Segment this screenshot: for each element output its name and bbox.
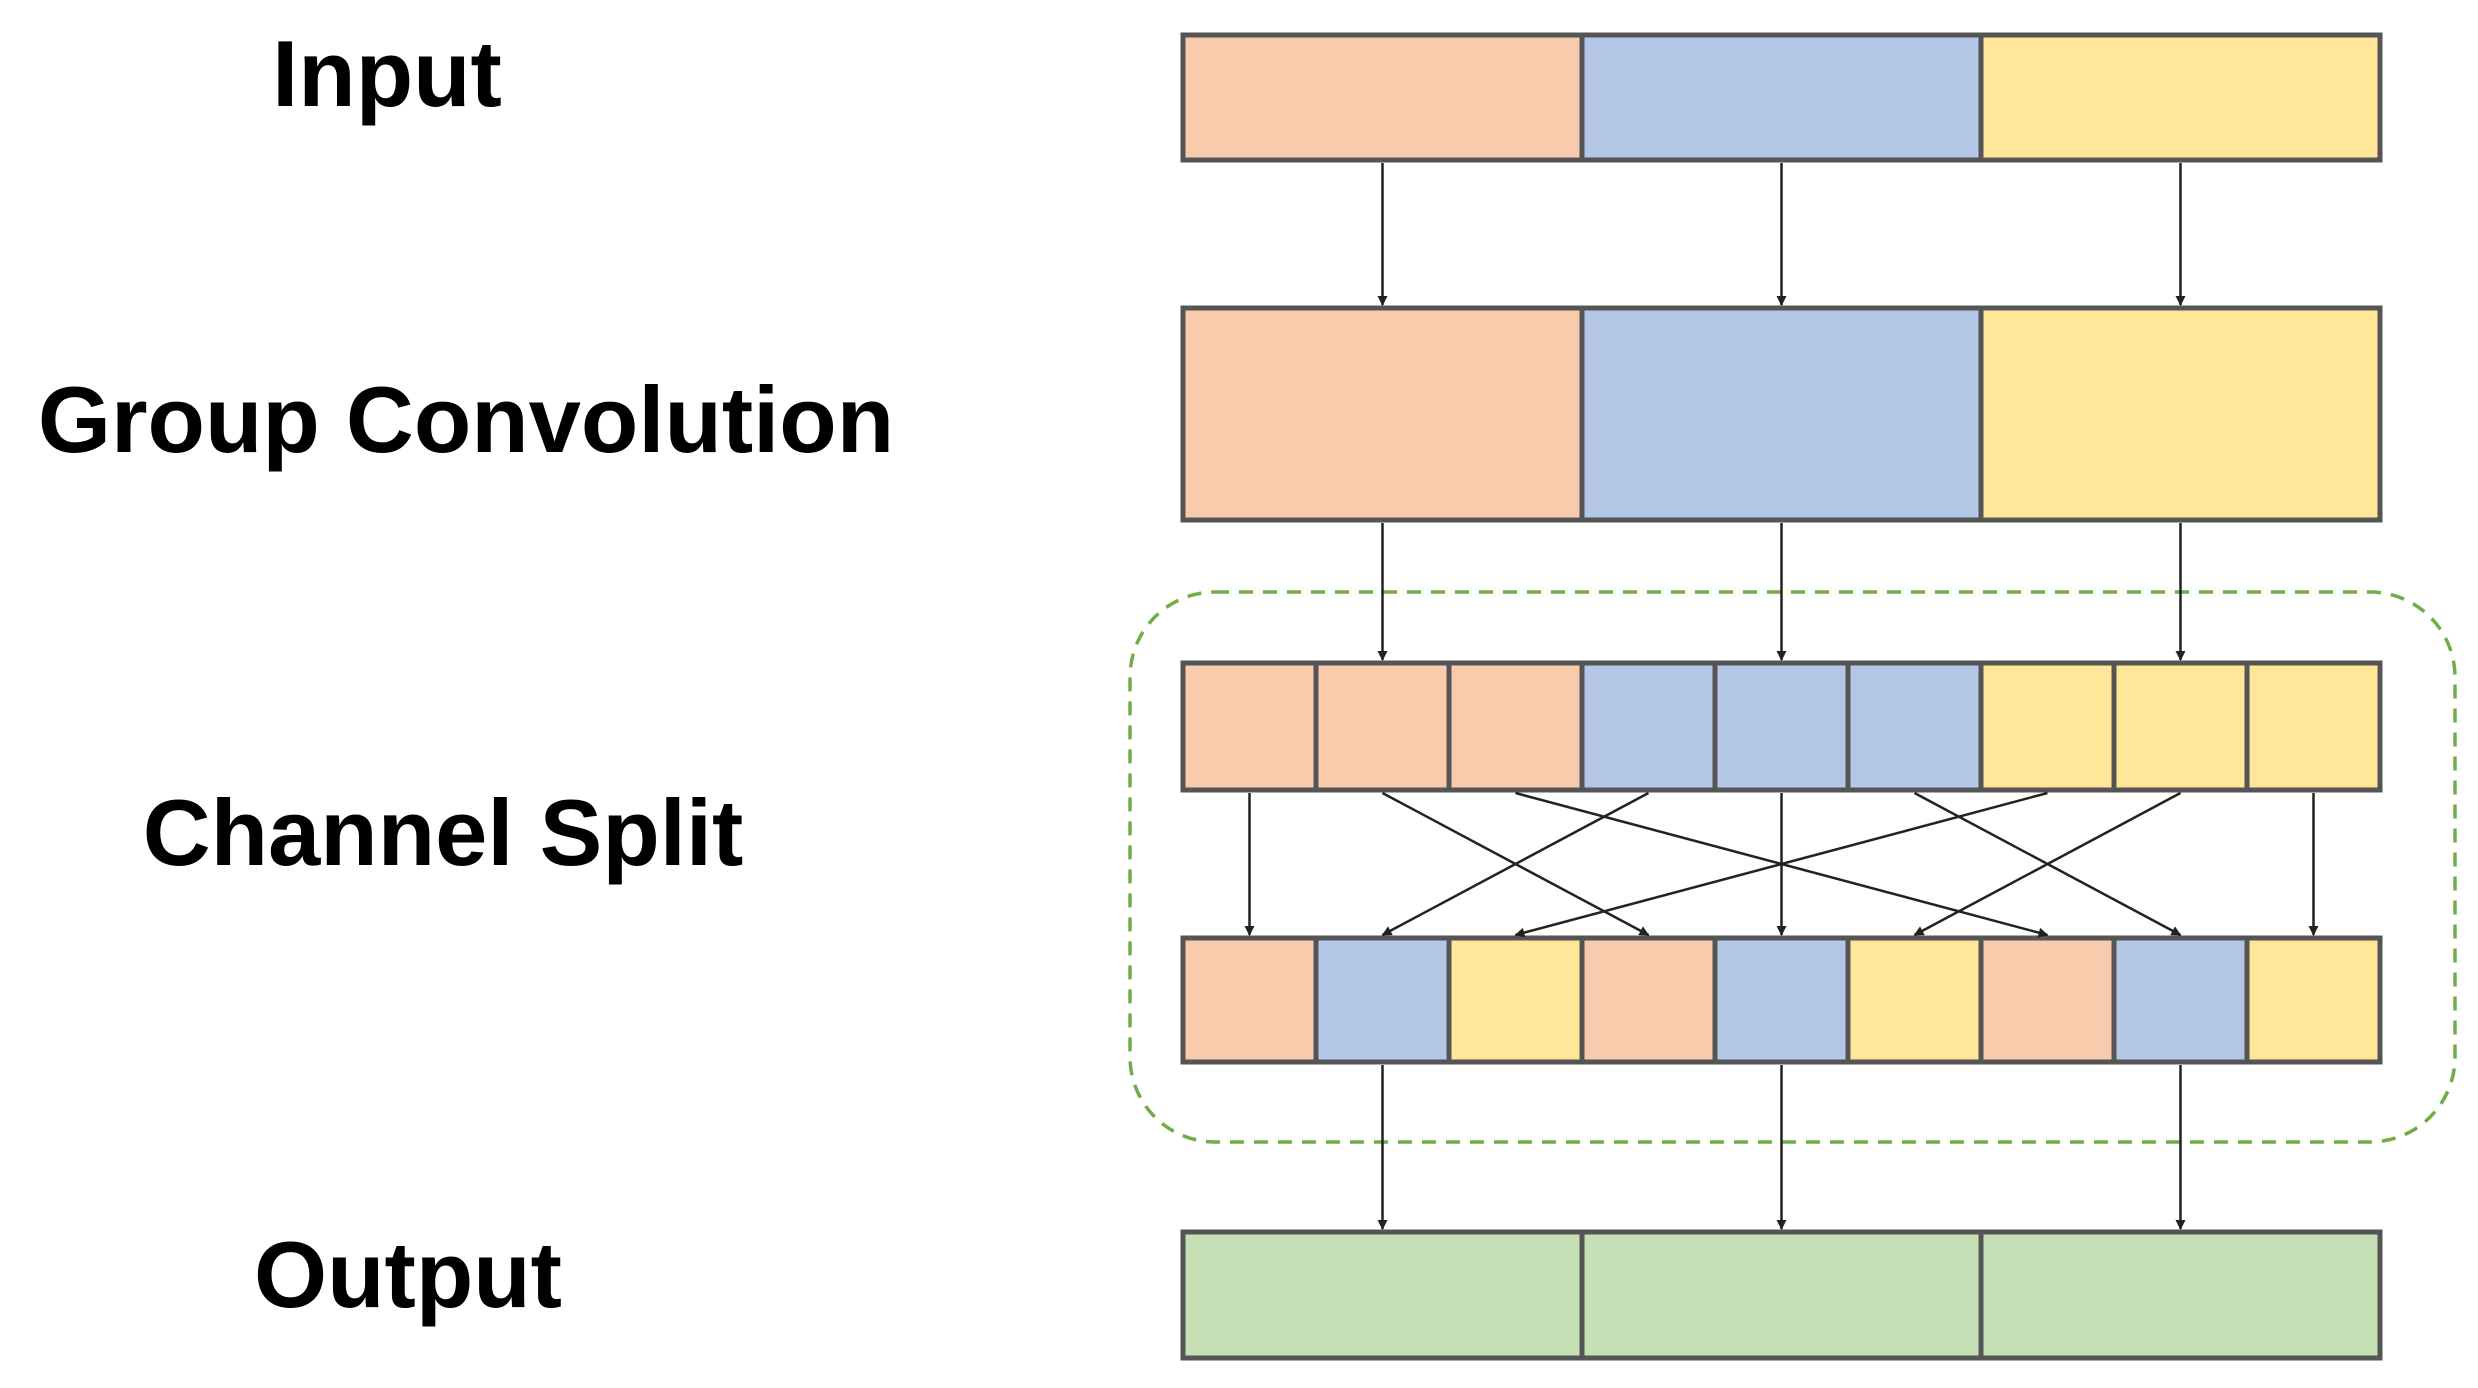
split-channel-block [1579, 660, 1718, 793]
connection-arrows [1244, 163, 2319, 1230]
split-channel-block [1978, 660, 2117, 793]
output-block [1180, 1229, 1585, 1361]
group-convolution-row [1180, 305, 2383, 523]
group-conv-block [1978, 305, 2383, 523]
input-block [1579, 32, 1984, 163]
shuffled-channel-block [2111, 935, 2250, 1065]
split-channel-block [2111, 660, 2250, 793]
shuffled-channel-block [1712, 935, 1851, 1065]
output-row [1180, 1229, 2383, 1361]
label-input: Input [272, 21, 502, 126]
split-channel-block [1845, 660, 1984, 793]
arrow-shuffle [1514, 791, 2048, 938]
split-channel-block [1446, 660, 1585, 793]
shuffled-channel-block [1180, 935, 1319, 1065]
split-channel-block [1313, 660, 1452, 793]
shuffled-channel-block [1446, 935, 1585, 1065]
arrow-shuffle [1381, 791, 1650, 937]
label-output: Output [254, 1222, 562, 1327]
split-channel-block [2244, 660, 2383, 793]
output-block [1579, 1229, 1984, 1361]
group-conv-block [1579, 305, 1984, 523]
shuffled-channel-block [2244, 935, 2383, 1065]
group-conv-block [1180, 305, 1585, 523]
input-block [1978, 32, 2383, 163]
split-channel-block [1180, 660, 1319, 793]
channel-split-row [1180, 660, 2383, 793]
shuffled-channel-block [1845, 935, 1984, 1065]
split-channel-block [1712, 660, 1851, 793]
channel-split-dashed-box [1128, 590, 2457, 1144]
channel-shuffle-row [1180, 935, 2383, 1065]
output-block [1978, 1229, 2383, 1361]
shuffled-channel-block [1978, 935, 2117, 1065]
shuffled-channel-block [1579, 935, 1718, 1065]
input-block [1180, 32, 1585, 163]
label-group-convolution: Group Convolution [38, 367, 894, 472]
arrow-shuffle [1913, 791, 2182, 937]
input-row [1180, 32, 2383, 163]
label-channel-split: Channel Split [143, 780, 744, 885]
shuffled-channel-block [1313, 935, 1452, 1065]
